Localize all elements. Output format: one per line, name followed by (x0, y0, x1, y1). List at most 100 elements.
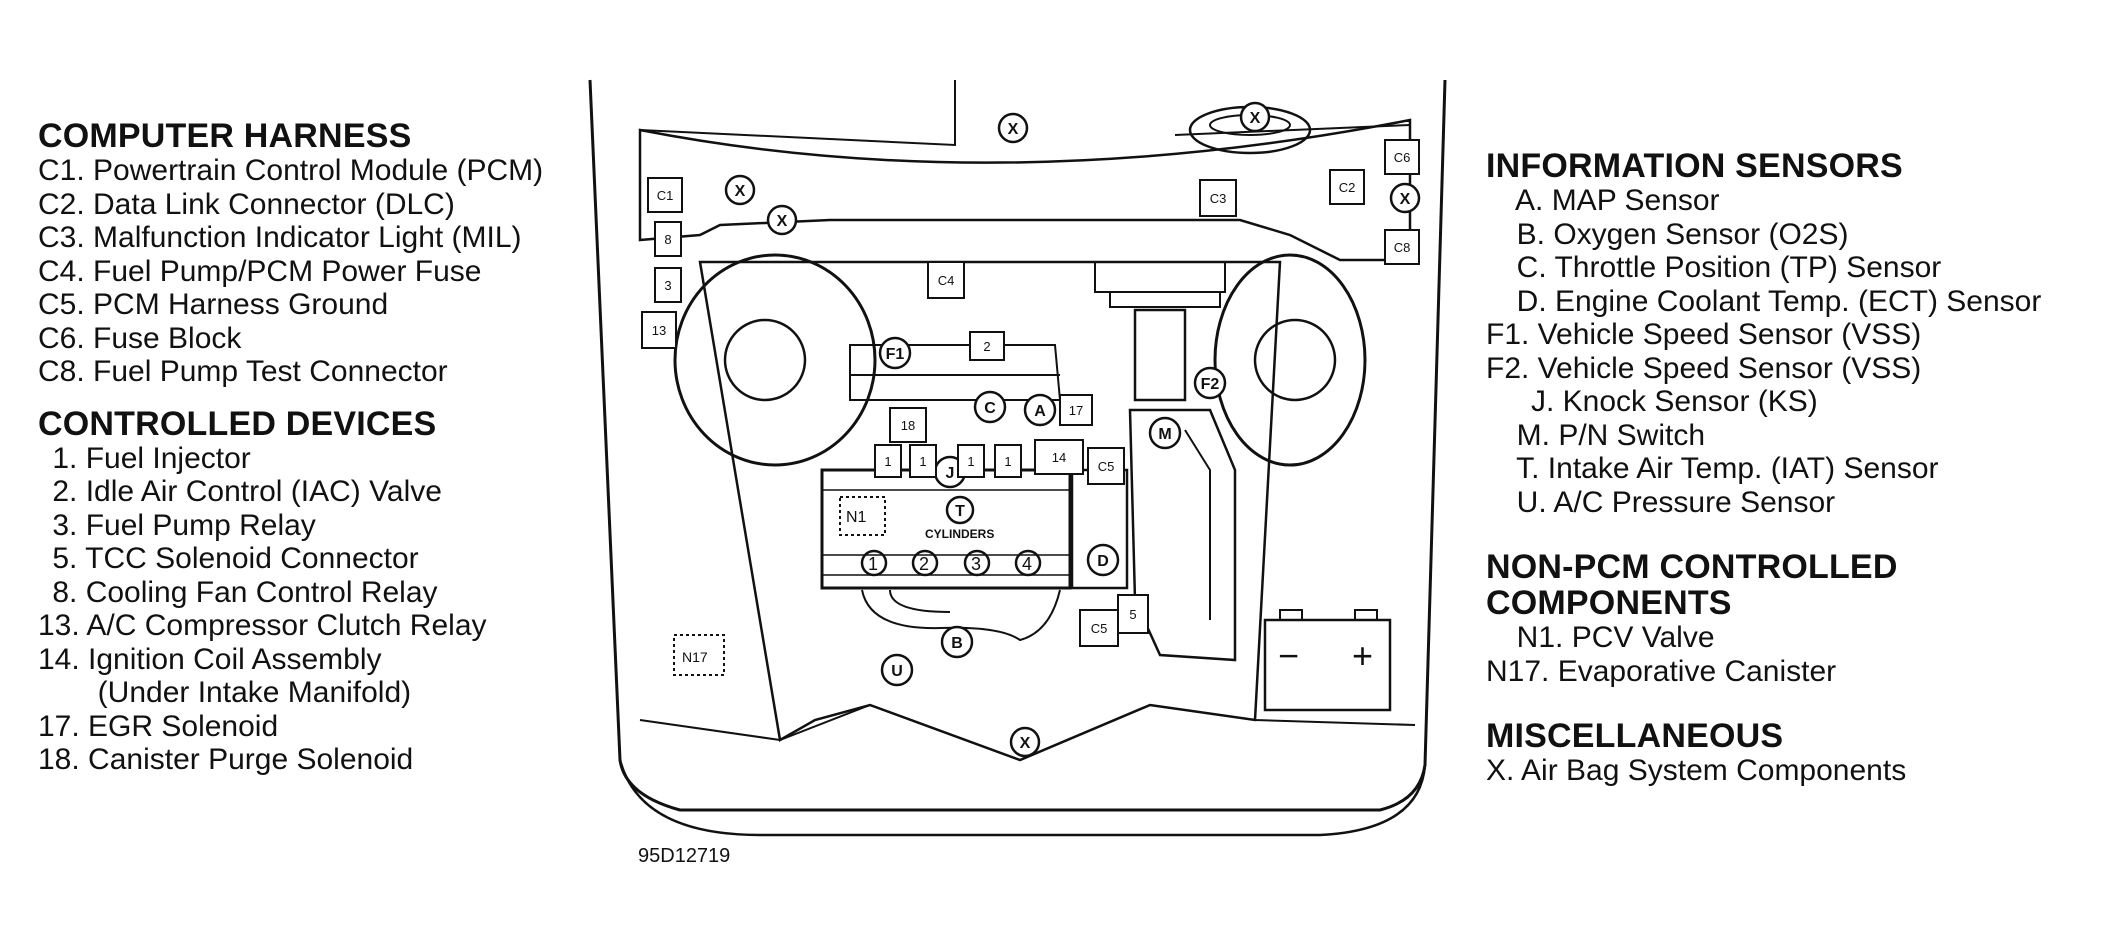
o2-sensor-marker-label: B (951, 635, 963, 652)
legend-item: F2. Vehicle Speed Sensor (VSS) (1486, 351, 1922, 385)
fuse-c4-box-label: C4 (938, 273, 955, 288)
legend-item: B. Oxygen Sensor (O2S) (1500, 217, 1849, 251)
ground-c5-box: C5 (1087, 447, 1125, 485)
iac-valve-box: 2 (969, 331, 1005, 361)
figure-id: 95D12719 (638, 845, 730, 867)
egr-solenoid-box: 17 (1059, 394, 1093, 426)
airbag-marker: X (997, 112, 1029, 144)
ect-sensor-marker: D (1086, 543, 1120, 577)
injector-box: 1 (994, 444, 1022, 478)
cowl-panel (638, 118, 1412, 262)
airbag-marker: X (1009, 726, 1041, 758)
map-sensor-marker-ring (1023, 393, 1057, 427)
engine-bay-floor (639, 703, 1416, 762)
legend-item: 2. Idle Air Control (IAC) Valve (44, 475, 442, 508)
tp-sensor-marker: C (973, 390, 1007, 424)
airbag-marker-ring (1239, 101, 1271, 133)
cylinder-1: 1 (860, 549, 888, 577)
fuel-pump-relay-box-label: 3 (664, 278, 671, 293)
vss-f1-marker: F1 (878, 336, 912, 370)
air-cleaner (1094, 261, 1226, 293)
injector-box: 1 (957, 444, 985, 478)
ac-clutch-relay-box: 13 (641, 311, 677, 349)
injector-box: 1 (874, 444, 902, 478)
legend-item: C4. Fuel Pump/PCM Power Fuse (38, 254, 482, 288)
battery-terminal-neg (1279, 609, 1303, 621)
cylinders-label: CYLINDERS (925, 527, 994, 541)
exhaust-manifold (861, 589, 1061, 642)
airbag-marker-label: X (1020, 735, 1031, 752)
vss-f2-marker-label: F2 (1201, 376, 1220, 393)
evap-canister-box (673, 634, 725, 676)
pcv-valve-label-label: N1 (846, 509, 867, 526)
cylinder-3-label: 3 (971, 554, 981, 574)
airbag-marker-ring (724, 174, 756, 206)
legend-item: 1. Fuel Injector (44, 441, 251, 475)
air-cleaner-cap (1109, 291, 1221, 308)
o2-sensor-marker-ring (940, 625, 974, 659)
pn-switch-marker-label: M (1158, 426, 1171, 443)
airbag-marker: X (1239, 101, 1271, 133)
ignition-coil-box-frame (1034, 439, 1084, 475)
legend-item: C. Throttle Position (TP) Sensor (1500, 251, 1942, 284)
iat-sensor-marker: T (945, 495, 975, 525)
tcc-connector-box-label: 5 (1129, 607, 1136, 622)
legend-item: 18. Canister Purge Solenoid (38, 743, 414, 776)
airbag-marker: X (1389, 182, 1421, 214)
cylinder-1-label: 1 (868, 554, 878, 574)
vss-f1-marker-label: F1 (886, 346, 905, 363)
dlc-box-label: C2 (1339, 180, 1356, 195)
section-heading: COMPUTER HARNESS (38, 117, 412, 155)
iac-valve-box-frame (969, 331, 1005, 361)
fuel-pump-relay-box: 3 (654, 267, 682, 303)
iat-sensor-marker-ring (945, 495, 975, 525)
mil-box-frame (1199, 179, 1237, 217)
legend-item: T. Intake Air Temp. (IAT) Sensor (1500, 452, 1939, 485)
egr-solenoid-box-frame (1059, 394, 1093, 426)
purge-solenoid-box: 18 (889, 407, 927, 443)
ac-pressure-marker: U (880, 653, 914, 687)
dlc-box-frame (1329, 169, 1365, 205)
battery-positive-sign: + (1352, 635, 1373, 676)
section-heading: CONTROLLED DEVICES (38, 404, 437, 443)
airbag-marker-ring (1389, 182, 1421, 214)
bumper-outline (618, 759, 1427, 837)
ground-c5-box-lower: C5 (1079, 609, 1119, 647)
injector-box-label: 1 (884, 454, 891, 469)
section-heading: INFORMATION SENSORS (1486, 147, 1903, 185)
ground-c5-box-label: C5 (1098, 459, 1115, 474)
legend-item: D. Engine Coolant Temp. (ECT) Sensor (1500, 284, 2042, 318)
section-heading-line: COMPONENTS (1486, 584, 1732, 622)
cowl-upper (639, 80, 956, 147)
ignition-coil-box: 14 (1034, 439, 1084, 475)
fuse-block-box-frame (1384, 139, 1420, 175)
legend-item: N17. Evaporative Canister (1486, 654, 1837, 688)
legend-section-computer-harness: COMPUTER HARNESS C1. Powertrain Control … (38, 118, 543, 389)
airbag-marker-ring (1009, 726, 1041, 758)
cylinder-3: 3 (963, 549, 991, 577)
cylinder-4: 4 (1014, 549, 1042, 577)
legend-item: C8. Fuel Pump Test Connector (38, 355, 448, 388)
legend-item: M. P/N Switch (1500, 418, 1706, 452)
mil-box-label: C3 (1210, 191, 1227, 206)
airbag-marker-label: X (1008, 121, 1019, 138)
iat-sensor-marker-label: T (955, 503, 965, 520)
fuse-c4-box-frame (927, 261, 965, 299)
fuel-pump-test-box-label: C8 (1394, 240, 1411, 255)
ground-c5-box-frame (1087, 447, 1125, 485)
legend-item: 14. Ignition Coil Assembly (38, 642, 382, 676)
ac-clutch-relay-box-label: 13 (652, 323, 666, 338)
legend-item: 13. A/C Compressor Clutch Relay (38, 609, 487, 642)
legend-item: U. A/C Pressure Sensor (1500, 485, 1836, 519)
cooling-fan-relay-box: 8 (654, 221, 682, 257)
legend-section-information-sensors: INFORMATION SENSORS A. MAP Sensor B. Oxy… (1486, 148, 2041, 519)
evap-canister-label: N17 (682, 649, 708, 665)
cylinder-2-label: 2 (919, 554, 929, 574)
legend-item: 5. TCC Solenoid Connector (44, 542, 419, 575)
throttle-body (1133, 308, 1187, 402)
ground-c5-box-lower-label: C5 (1091, 621, 1108, 636)
purge-solenoid-box-frame (889, 407, 927, 443)
legend-item: (Under Intake Manifold) (56, 676, 412, 709)
